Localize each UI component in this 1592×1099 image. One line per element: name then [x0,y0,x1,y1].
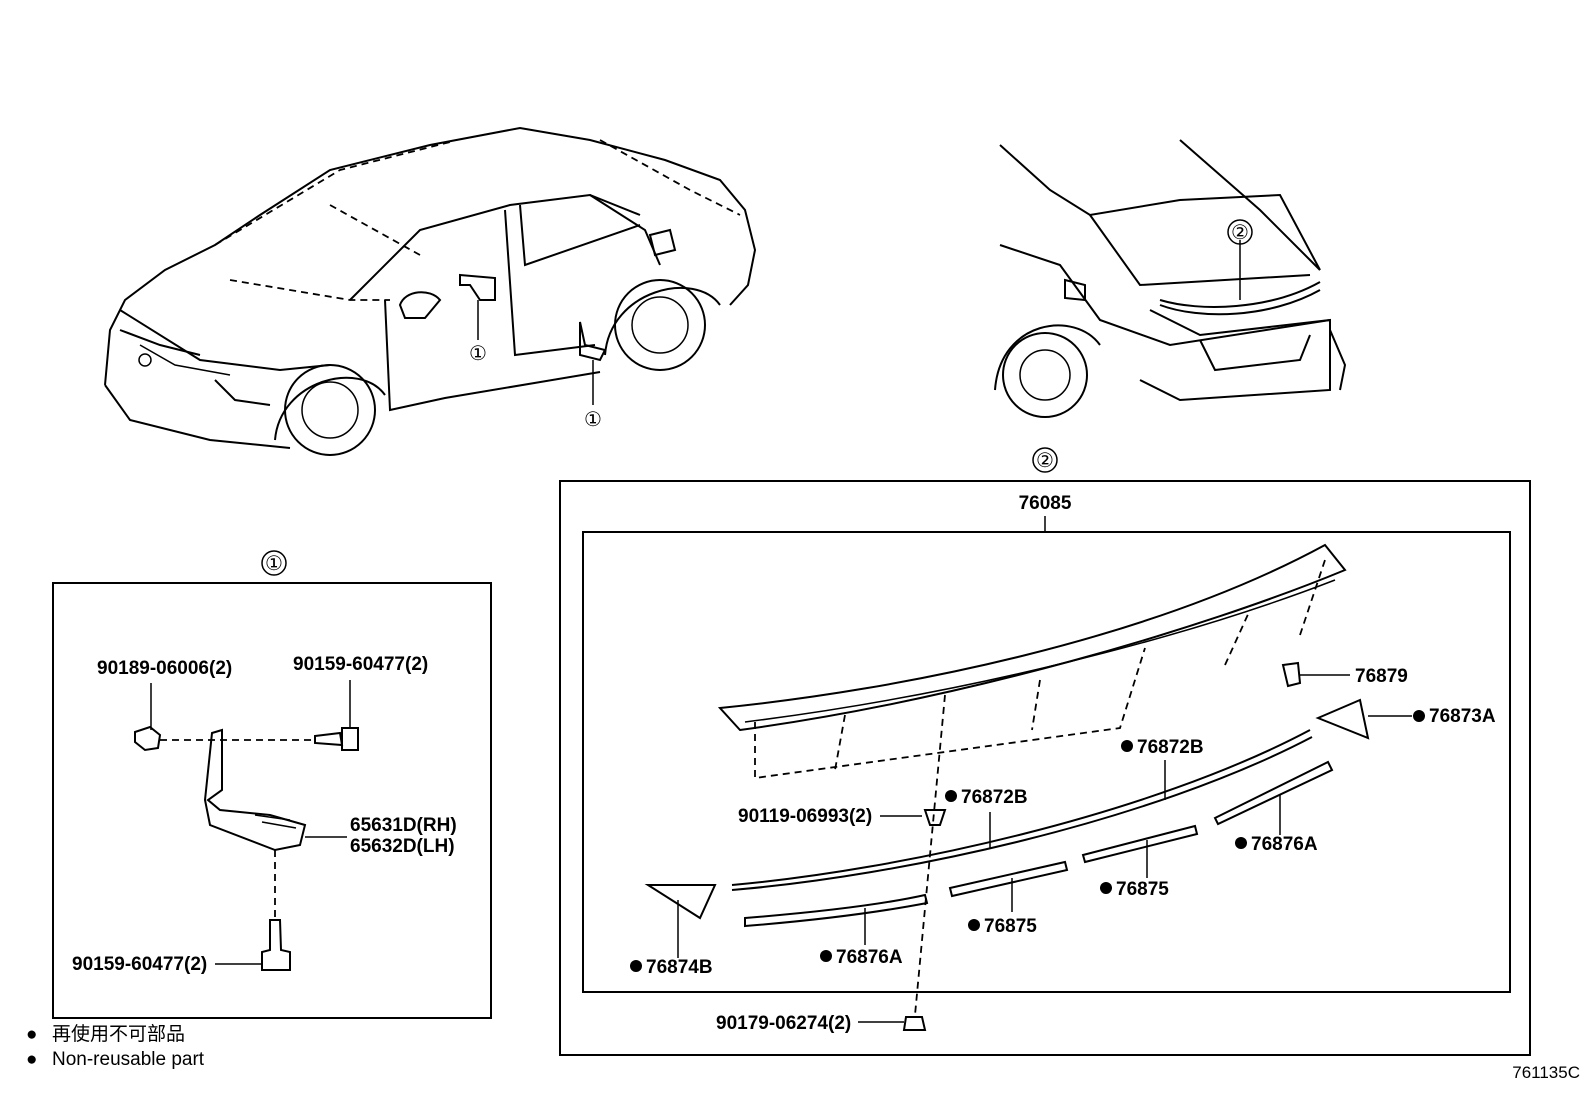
screw-icon [923,809,947,826]
part-65631D[interactable]: 65631D(RH) [350,815,457,836]
rear-view-callout-2: ② [1231,222,1249,244]
clip-76879-icon [1281,661,1302,688]
end-piece-right-icon [1315,698,1370,740]
nut-icon [134,725,162,752]
end-piece-left-icon [644,884,717,920]
part-76874B[interactable]: 76874B [646,957,713,978]
part-90159-60477-bottom[interactable]: 90159-60477(2) [72,954,207,975]
legend-japanese: 再使用不可部品 [52,1023,185,1045]
front-view-callout-1-lower: ① [584,409,602,431]
bottom-bolt-icon [261,919,291,971]
bottom-clip-icon [902,1016,927,1031]
car-rear-view-illustration: ② [994,139,1347,418]
spoiler-illustration [717,543,1347,732]
assembly-2: ② 76085 76879 76873A 76872B 76872B [559,447,1531,1056]
assembly-2-inner-frame [582,531,1511,993]
legend-english: Non-reusable part [52,1049,205,1070]
part-76879[interactable]: 76879 [1355,666,1408,687]
diagram-code: 761135C [1512,1063,1580,1082]
part-90179-06274[interactable]: 90179-06274(2) [716,1013,851,1034]
bolt-icon [314,727,359,751]
assembly-2-callout: ② [1036,450,1054,472]
assembly-1-frame [52,582,492,1019]
part-76875-right[interactable]: 76875 [1116,879,1169,900]
part-76872B-right[interactable]: 76872B [1137,737,1204,758]
mudguard-bracket-illustration [203,728,307,852]
front-view-callout-1-upper: ① [469,343,487,365]
legend-bullet-1: ● [26,1024,37,1045]
assembly-1-callout: ① [265,553,283,575]
part-76873A[interactable]: 76873A [1429,706,1496,727]
car-front-view-illustration: ① ① [104,126,757,456]
part-76085[interactable]: 76085 [1019,493,1072,514]
part-90159-60477-top[interactable]: 90159-60477(2) [293,654,428,675]
assembly-2-outer-frame [559,480,1531,1056]
legend-bullet-2: ● [26,1049,37,1070]
part-90189-06006[interactable]: 90189-06006(2) [97,658,232,679]
part-76876A-left[interactable]: 76876A [836,947,903,968]
part-76875-left[interactable]: 76875 [984,916,1037,937]
assembly-1: ① 90189-06006(2) 90159-60477(2) 65631D(R… [52,550,492,1019]
part-76872B-left[interactable]: 76872B [961,787,1028,808]
part-65632D[interactable]: 65632D(LH) [350,836,455,857]
part-90119-06993[interactable]: 90119-06993(2) [738,806,872,827]
part-76876A-right[interactable]: 76876A [1251,834,1318,855]
legend: ● 再使用不可部品 ● Non-reusable part [26,1023,205,1070]
